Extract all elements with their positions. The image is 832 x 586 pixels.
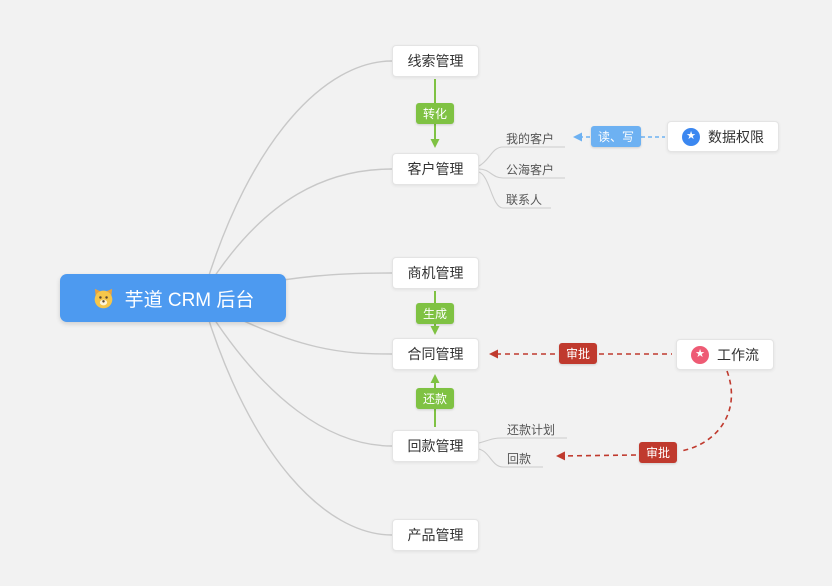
node-label: 回款管理 — [407, 438, 464, 454]
node-workflow[interactable]: ★ 工作流 — [676, 339, 774, 370]
star-icon: ★ — [691, 345, 709, 364]
edge-customers-public — [478, 168, 565, 179]
child-edges — [478, 146, 567, 468]
root-node-label: 芋道 CRM 后台 — [124, 289, 255, 311]
dash-approve-receivable-curve — [680, 370, 733, 452]
node-contacts[interactable]: 联系人 — [506, 193, 543, 207]
node-label: 合同管理 — [407, 346, 464, 362]
node-repayment-plan[interactable]: 还款计划 — [507, 423, 556, 437]
node-payment-received[interactable]: 回款 — [507, 452, 532, 466]
relation-label-convert[interactable]: 转化 — [416, 103, 455, 124]
star-glyph: ★ — [686, 130, 696, 142]
node-my-customers[interactable]: 我的客户 — [506, 132, 555, 146]
edge-root-products — [204, 307, 393, 536]
red-dashed-arrows — [489, 349, 733, 461]
star-icon: ★ — [682, 127, 700, 146]
node-receivable-management[interactable]: 回款管理 — [392, 430, 479, 462]
edge-root-customers — [204, 168, 393, 292]
edge-receivables-plan — [478, 437, 567, 444]
node-label: 商机管理 — [407, 265, 464, 281]
relation-label-read-write[interactable]: 读、写 — [591, 126, 642, 147]
node-label: 产品管理 — [407, 527, 464, 543]
relation-label-repay[interactable]: 还款 — [416, 388, 455, 409]
node-public-pool-customers[interactable]: 公海客户 — [506, 163, 555, 177]
node-lead-management[interactable]: 线索管理 — [392, 45, 479, 77]
node-data-permission[interactable]: ★ 数据权限 — [667, 121, 779, 152]
relation-label-generate[interactable]: 生成 — [416, 303, 455, 324]
root-node-crm-backend[interactable]: 芋道 CRM 后台 — [60, 274, 286, 322]
dash-approve-receivable-left — [556, 451, 637, 461]
relation-label-approve-contract[interactable]: 审批 — [559, 343, 598, 364]
node-customer-management[interactable]: 客户管理 — [392, 153, 479, 185]
node-label: 客户管理 — [407, 161, 464, 177]
relation-label-approve-receivable[interactable]: 审批 — [639, 442, 678, 463]
edge-receivables-payment — [478, 448, 543, 468]
node-opportunity-management[interactable]: 商机管理 — [392, 257, 479, 289]
edge-customers-mine — [478, 146, 565, 167]
node-contract-management[interactable]: 合同管理 — [392, 338, 479, 370]
edge-customers-contacts — [478, 171, 551, 209]
dog-icon — [92, 286, 116, 310]
star-glyph: ★ — [695, 348, 705, 360]
node-label: 线索管理 — [407, 53, 464, 69]
edge-root-receivables — [204, 304, 393, 447]
node-product-management[interactable]: 产品管理 — [392, 519, 479, 551]
node-label: 工作流 — [717, 346, 759, 363]
edge-root-leads — [204, 60, 393, 289]
node-label: 数据权限 — [708, 128, 764, 145]
